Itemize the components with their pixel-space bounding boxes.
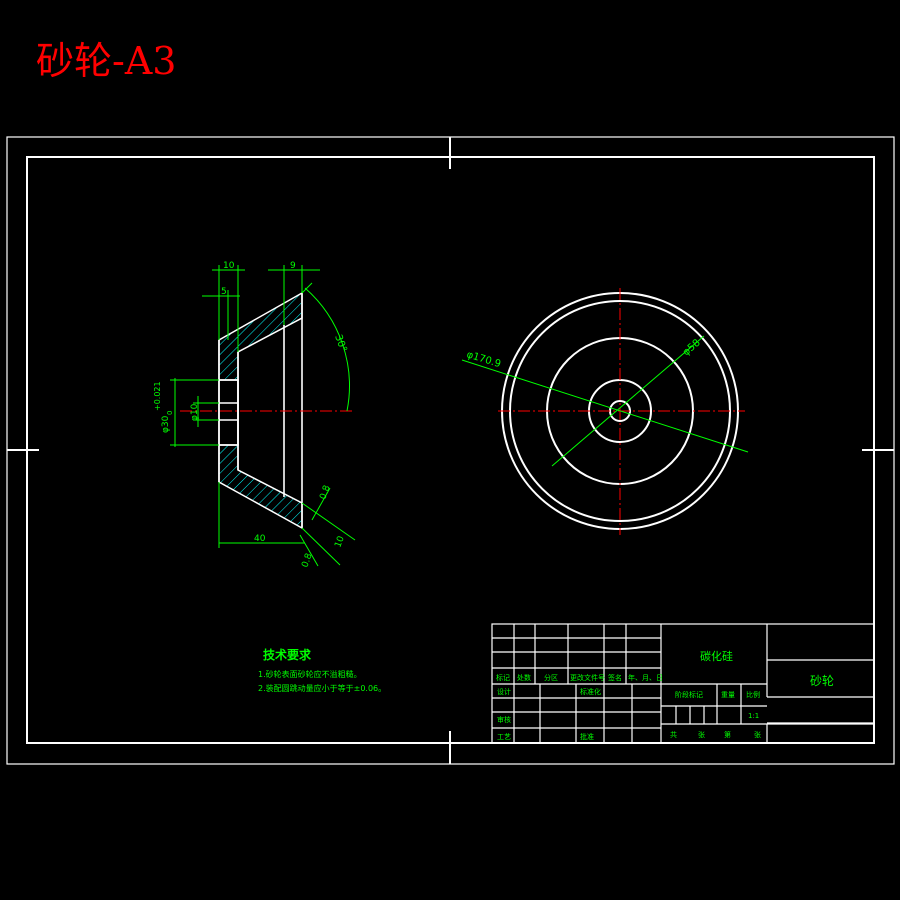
title-block: 碳化硅 砂轮 标记 处数 分区 更改文件号 签名 年、月、日 设计 标准化 审核… <box>491 623 875 744</box>
inner-frame <box>26 156 875 744</box>
notes-heading: 技术要求 <box>263 647 312 662</box>
dim-angle: 30° <box>332 333 348 353</box>
tb-stage: 阶段标记 <box>675 690 703 699</box>
tb-scale: 比例 <box>746 690 760 699</box>
dim-bore-dia: φ30 <box>161 415 171 433</box>
dim-bottom-length: 40 <box>254 534 266 544</box>
dim-edge-2: 0.8 <box>300 552 314 569</box>
dim-top-offset: 5 <box>221 287 227 297</box>
tb-review: 审核 <box>497 715 511 724</box>
note-item-1: 1.砂轮表面砂轮应不溢粗糙。 <box>258 669 362 679</box>
dim-inner-dia: φ10 <box>190 403 200 421</box>
tb-header-date: 年、月、日 <box>628 673 663 682</box>
technical-notes: 技术要求 1.砂轮表面砂轮应不溢粗糙。 2.装配圆跳动量应小于等于±0.06。 <box>258 647 386 693</box>
centering-marks <box>7 137 894 764</box>
section-view: 10 9 5 30° φ30 +0.021 0 φ10 40 0.8 0.8 1… <box>153 261 356 569</box>
tb-part-name: 砂轮 <box>810 674 834 688</box>
tb-design: 设计 <box>497 687 511 696</box>
upper-section-hatch <box>218 291 303 381</box>
dim-top-width-1: 10 <box>223 261 235 271</box>
tb-sheets-unit-1: 张 <box>698 730 705 739</box>
dim-top-width-2: 9 <box>290 261 296 271</box>
tb-sheets-total: 共 <box>670 730 677 739</box>
tb-approve: 批准 <box>580 732 594 741</box>
tb-sheets-nth: 第 <box>724 730 731 739</box>
dim-edge-1: 0.8 <box>318 484 332 501</box>
sheet-title: 砂轮-A3 <box>36 39 176 83</box>
tb-header-sign: 签名 <box>608 673 622 682</box>
tb-header-zone: 分区 <box>544 673 558 682</box>
front-view: φ170.9 φ58 <box>461 288 749 535</box>
tb-standardize: 标准化 <box>580 687 601 696</box>
tb-material: 碳化硅 <box>700 649 733 663</box>
tb-header-mark: 标记 <box>496 673 510 682</box>
tb-process: 工艺 <box>497 733 511 741</box>
dim-edge-3: 10 <box>333 535 346 549</box>
note-item-2: 2.装配圆跳动量应小于等于±0.06。 <box>258 683 386 693</box>
tb-scale-value: 1:1 <box>748 712 759 720</box>
tb-header-file: 更改文件号 <box>570 673 605 682</box>
tb-weight: 重量 <box>721 691 735 699</box>
dim-bore-tol-low: 0 <box>166 411 174 415</box>
dim-mid-dia: φ58 <box>681 337 703 358</box>
tb-header-count: 处数 <box>517 673 531 682</box>
lower-section-hatch <box>218 444 303 530</box>
outer-frame <box>6 136 895 765</box>
tb-sheets-unit-2: 张 <box>754 730 761 739</box>
dim-bore-tol: +0.021 <box>153 381 162 411</box>
